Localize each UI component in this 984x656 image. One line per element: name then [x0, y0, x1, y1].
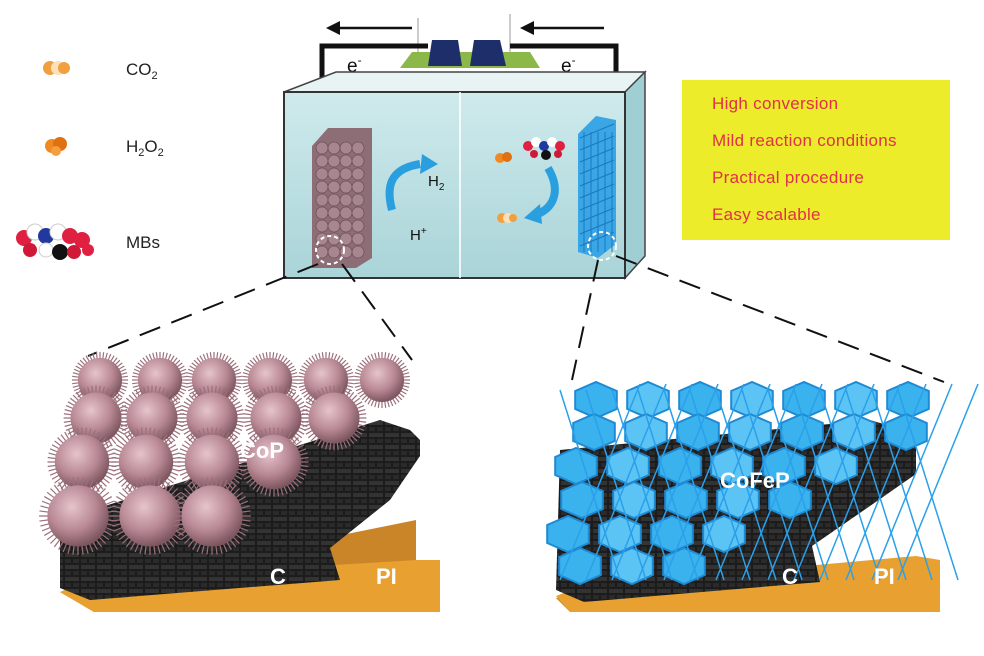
left-zoom-circle — [315, 235, 345, 265]
feature-item: Practical procedure — [712, 168, 865, 187]
legend-mbs-label: MBs — [126, 233, 160, 252]
left-electron-arrow — [326, 21, 412, 35]
solar-panel-icon — [400, 14, 540, 68]
co2-molecule-in-tank — [497, 213, 517, 223]
degradation-arrow — [536, 165, 559, 218]
mbs-molecule-in-tank — [523, 137, 565, 160]
cofep-mesh-array — [546, 380, 979, 586]
feature-item: Easy scalable — [712, 205, 821, 224]
left-carbon-label: C — [270, 564, 286, 589]
cofep-panel: CoFeP C PI — [546, 380, 979, 612]
tank-top — [283, 71, 647, 93]
zoom-lines — [87, 255, 945, 383]
cop-electrode — [312, 128, 372, 268]
hplus-label: H+ — [410, 226, 427, 244]
legend-h2o2-label: H2O2 — [126, 137, 164, 159]
right-zoom-circle — [587, 231, 617, 261]
h2-label: H2 — [428, 173, 445, 193]
right-electron-label: e- — [561, 53, 576, 77]
cop-panel: CoP C PI — [39, 351, 440, 612]
h2o2-molecule-icon — [45, 137, 67, 156]
feature-item: Mild reaction conditions — [712, 131, 897, 150]
left-electron-label: e- — [347, 53, 362, 77]
legend: CO2 H2O2 MBs — [16, 60, 164, 260]
feature-item: High conversion — [712, 94, 839, 113]
right-electron-arrow — [520, 21, 604, 35]
cofep-electrode — [578, 116, 616, 258]
cop-label: CoP — [240, 438, 284, 463]
cop-sphere-array — [39, 351, 411, 555]
methylene-blue-molecule-icon — [16, 223, 94, 260]
hydrogen-evolution-arrow — [385, 160, 421, 212]
co2-molecule-icon — [43, 61, 70, 75]
left-pi-label: PI — [376, 564, 397, 589]
electrochemical-cell: e- e- H2 H+ — [283, 14, 647, 280]
right-pi-label: PI — [874, 564, 895, 589]
features-box: High conversion Mild reaction conditions… — [682, 80, 950, 240]
right-carbon-label: C — [782, 564, 798, 589]
hydrogen-evolution-arrowhead — [420, 154, 438, 174]
cofep-label: CoFeP — [720, 468, 790, 493]
tank-side — [624, 70, 646, 280]
h2o2-molecule-in-tank — [495, 152, 512, 163]
legend-co2-label: CO2 — [126, 60, 158, 82]
degradation-arrowhead — [524, 204, 542, 224]
